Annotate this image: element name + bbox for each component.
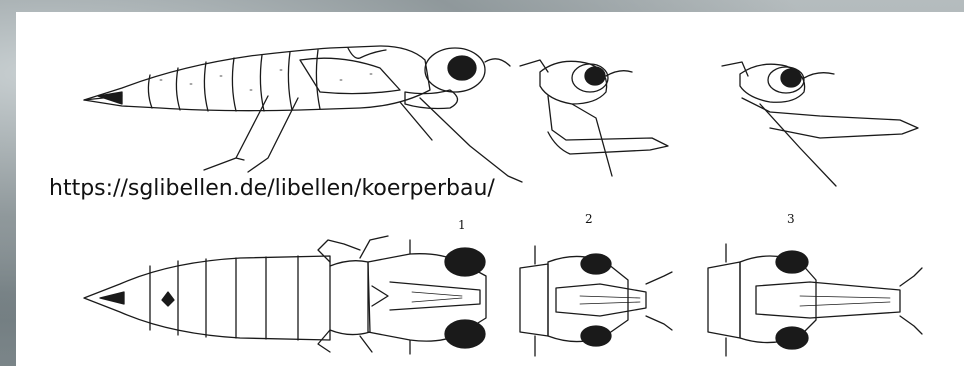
source-url-caption: https://sglibellen.de/libellen/koerperba… bbox=[49, 176, 495, 201]
head-dorsal-view-3 bbox=[708, 244, 922, 356]
panel-label-2: 2 bbox=[585, 212, 593, 226]
panel-label-3: 3 bbox=[787, 212, 795, 226]
larva-side-view-full bbox=[84, 46, 522, 182]
head-side-view-2 bbox=[520, 60, 668, 176]
head-dorsal-view-2 bbox=[520, 246, 672, 356]
head-side-view-3 bbox=[722, 62, 918, 186]
panel-label-1: 1 bbox=[458, 218, 466, 232]
larva-dorsal-view-full bbox=[84, 236, 486, 354]
